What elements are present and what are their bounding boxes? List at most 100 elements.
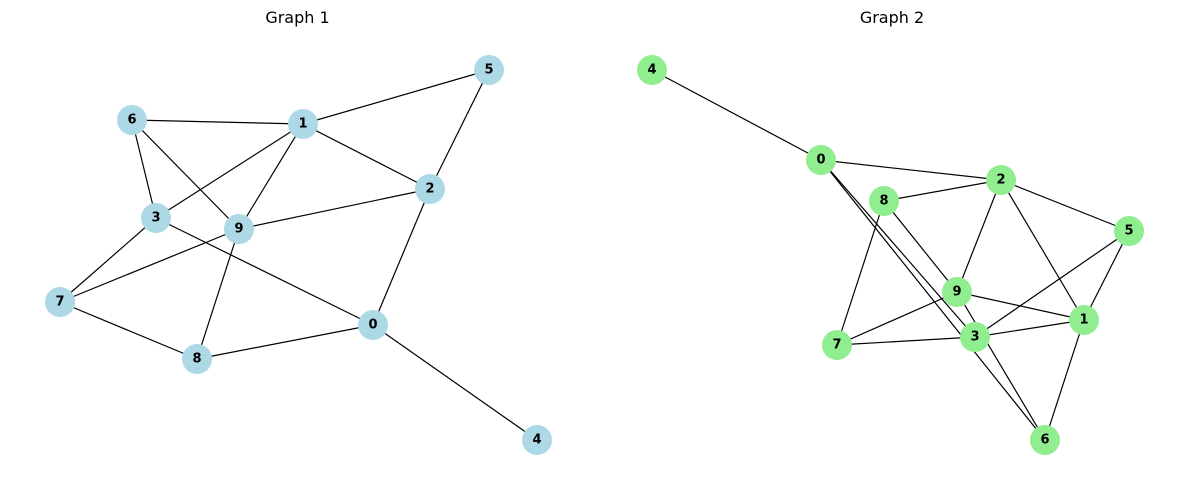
edge-7-8 [59, 301, 198, 360]
edge-3-7 [59, 217, 157, 303]
edge-0-4 [372, 324, 538, 441]
node-label: 3 [151, 211, 160, 226]
edge-2-9 [956, 179, 1002, 293]
node-circle [141, 203, 171, 233]
node-6: 6 [117, 105, 147, 135]
node-circle [474, 55, 504, 85]
node-9: 9 [942, 277, 972, 307]
node-label: 5 [484, 63, 493, 78]
node-circle [822, 330, 852, 360]
edge-3-0 [155, 217, 374, 326]
edge-2-1 [1000, 179, 1085, 321]
edge-4-0 [651, 69, 822, 161]
node-label: 2 [425, 182, 434, 197]
edge-9-7 [59, 228, 240, 303]
node-label: 5 [1124, 224, 1133, 239]
node-2: 2 [986, 165, 1016, 195]
edge-9-7 [836, 291, 958, 346]
node-circle [522, 425, 552, 455]
edge-8-0 [196, 324, 374, 360]
node-circle [806, 145, 836, 175]
edge-0-3 [820, 159, 976, 338]
node-circle [224, 214, 254, 244]
node-7: 7 [45, 287, 75, 317]
node-circle [117, 105, 147, 135]
edge-9-6 [956, 291, 1046, 441]
node-label: 9 [952, 285, 961, 300]
node-label: 6 [127, 113, 136, 128]
node-label: 6 [1040, 433, 1049, 448]
edge-9-8 [196, 228, 240, 360]
node-circle [288, 109, 318, 139]
edge-5-1 [1083, 230, 1130, 321]
edge-8-7 [836, 200, 885, 346]
node-label: 4 [647, 63, 656, 78]
node-4: 4 [522, 425, 552, 455]
edge-9-1 [956, 291, 1085, 321]
edge-6-3 [131, 119, 157, 219]
node-7: 7 [822, 330, 852, 360]
node-label: 4 [532, 433, 541, 448]
edge-6-9 [131, 119, 240, 230]
edge-6-1 [131, 119, 304, 125]
node-4: 4 [637, 55, 667, 85]
node-circle [182, 344, 212, 374]
edge-2-5 [1000, 179, 1130, 232]
node-8: 8 [182, 344, 212, 374]
node-5: 5 [474, 55, 504, 85]
node-label: 8 [879, 194, 888, 209]
edge-8-9 [883, 200, 958, 293]
node-label: 1 [298, 117, 307, 132]
node-circle [1114, 216, 1144, 246]
edge-8-2 [883, 179, 1002, 202]
graph-panel-2: Graph 2 0 1 2 3 4 5 6 7 8 9 [595, 0, 1189, 490]
node-9: 9 [224, 214, 254, 244]
node-3: 3 [960, 322, 990, 352]
node-0: 0 [358, 310, 388, 340]
edge-1-6 [1044, 319, 1085, 441]
edge-5-3 [974, 230, 1130, 338]
node-circle [1030, 425, 1060, 455]
node-circle [1069, 305, 1099, 335]
node-circle [942, 277, 972, 307]
node-label: 7 [832, 338, 841, 353]
node-3: 3 [141, 203, 171, 233]
edge-7-3 [836, 336, 976, 346]
node-circle [637, 55, 667, 85]
node-1: 1 [1069, 305, 1099, 335]
node-label: 1 [1079, 313, 1088, 328]
node-1: 1 [288, 109, 318, 139]
node-circle [45, 287, 75, 317]
node-label: 3 [970, 330, 979, 345]
edge-3-1 [974, 319, 1085, 338]
node-label: 0 [368, 318, 377, 333]
node-label: 8 [192, 352, 201, 367]
node-circle [960, 322, 990, 352]
node-circle [415, 174, 445, 204]
edge-1-3 [155, 123, 304, 219]
node-6: 6 [1030, 425, 1060, 455]
node-5: 5 [1114, 216, 1144, 246]
graph-panel-1: Graph 1 0 1 2 3 4 5 6 7 8 9 [45, 8, 552, 455]
edge-1-2 [302, 123, 431, 190]
node-label: 0 [816, 153, 825, 168]
node-2: 2 [415, 174, 445, 204]
node-circle [869, 186, 899, 216]
edge-2-0 [372, 188, 431, 326]
node-8: 8 [869, 186, 899, 216]
graph-canvas: 0 1 2 3 4 5 6 7 8 9 [45, 55, 552, 455]
node-0: 0 [806, 145, 836, 175]
graph-title: Graph 1 [265, 8, 330, 27]
edge-5-2 [429, 69, 490, 190]
edge-1-5 [302, 69, 490, 125]
edge-1-9 [238, 123, 304, 230]
graph-canvas: 0 1 2 3 4 5 6 7 8 9 [637, 55, 1144, 455]
node-label: 9 [234, 222, 243, 237]
graph-title: Graph 2 [859, 8, 925, 27]
node-label: 7 [55, 295, 64, 310]
edge-0-2 [820, 159, 1002, 181]
edge-0-6 [820, 159, 1046, 441]
node-circle [986, 165, 1016, 195]
edge-9-2 [238, 188, 431, 230]
node-label: 2 [996, 173, 1005, 188]
